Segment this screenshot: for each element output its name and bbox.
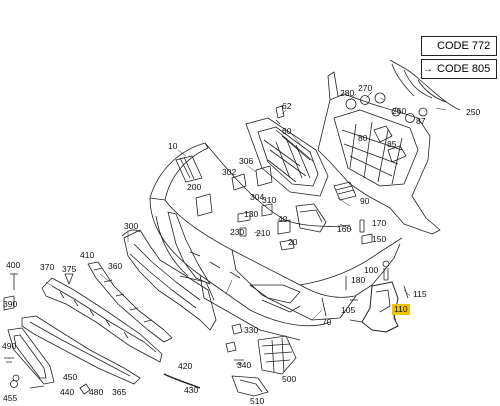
label-130: 130 <box>244 209 259 219</box>
upper-grille-bracket <box>317 59 461 235</box>
label-270: 270 <box>358 83 373 93</box>
label-60: 60 <box>282 126 292 136</box>
label-80: 80 <box>358 133 368 143</box>
label-250: 250 <box>466 107 481 117</box>
label-420: 420 <box>178 361 193 371</box>
label-105: 105 <box>341 305 356 315</box>
label-450: 450 <box>63 372 78 382</box>
label-310: 310 <box>262 195 277 205</box>
chrome-trim-strips <box>155 155 211 285</box>
label-302: 302 <box>222 167 237 177</box>
mounting-part-110 <box>349 281 399 333</box>
label-85: 85 <box>387 139 397 149</box>
label-365: 365 <box>112 387 127 397</box>
code-805-label: CODE 805 <box>437 63 491 75</box>
lower-grille-frame <box>121 229 217 331</box>
chrome-strip-430-dash <box>163 373 201 389</box>
label-70: 70 <box>322 317 332 327</box>
label-304: 304 <box>250 192 265 202</box>
label-370: 370 <box>40 262 55 272</box>
code-805-arrow-icon: → <box>423 63 433 75</box>
label-440: 440 <box>60 387 75 397</box>
small-hardware <box>3 105 409 395</box>
label-20: 20 <box>288 237 298 247</box>
label-480: 480 <box>89 387 104 397</box>
leader-lines <box>45 91 447 321</box>
label-306: 306 <box>239 156 254 166</box>
lower-front-spoiler <box>41 277 163 363</box>
chrome-strip-430 <box>163 373 201 389</box>
label-200: 200 <box>187 182 202 192</box>
radiator-grille <box>245 117 329 197</box>
label-150: 150 <box>372 234 387 244</box>
label-90: 90 <box>360 196 370 206</box>
label-62: 62 <box>282 101 292 111</box>
label-100: 100 <box>364 265 379 275</box>
label-300: 300 <box>124 221 139 231</box>
label-230: 230 <box>230 227 245 237</box>
lower-spoiler-grille <box>87 261 173 343</box>
label-400: 400 <box>6 260 21 270</box>
label-375: 375 <box>62 264 77 274</box>
code-772-label: CODE 772 <box>437 40 491 52</box>
label-280: 280 <box>340 88 355 98</box>
label-170: 170 <box>372 218 387 228</box>
label-340: 340 <box>237 360 252 370</box>
label-10: 10 <box>168 141 178 151</box>
label-160: 160 <box>337 224 352 234</box>
label-180: 180 <box>351 275 366 285</box>
label-430: 430 <box>184 385 199 395</box>
license-plate-bracket <box>7 327 55 385</box>
label-410: 410 <box>80 250 95 260</box>
underride-guard <box>21 315 141 385</box>
code-805-box: → CODE 805 <box>421 59 497 79</box>
label-360: 360 <box>108 261 123 271</box>
label-490: 490 <box>2 341 17 351</box>
label-40: 40 <box>278 214 288 224</box>
label-115: 115 <box>413 289 427 299</box>
label-510: 510 <box>250 396 265 406</box>
label-87: 87 <box>416 116 426 126</box>
label-260: 260 <box>392 106 407 116</box>
label-455: 455 <box>3 393 18 403</box>
code-772-box: CODE 772 <box>421 36 497 56</box>
label-500: 500 <box>282 374 297 384</box>
label-210: 210 <box>256 228 271 238</box>
fog-lamp-grille <box>231 335 297 397</box>
label-330: 330 <box>244 325 259 335</box>
label-390: 390 <box>3 299 18 309</box>
side-air-inlet <box>295 181 357 233</box>
label-110-highlighted: 110 <box>392 304 410 315</box>
